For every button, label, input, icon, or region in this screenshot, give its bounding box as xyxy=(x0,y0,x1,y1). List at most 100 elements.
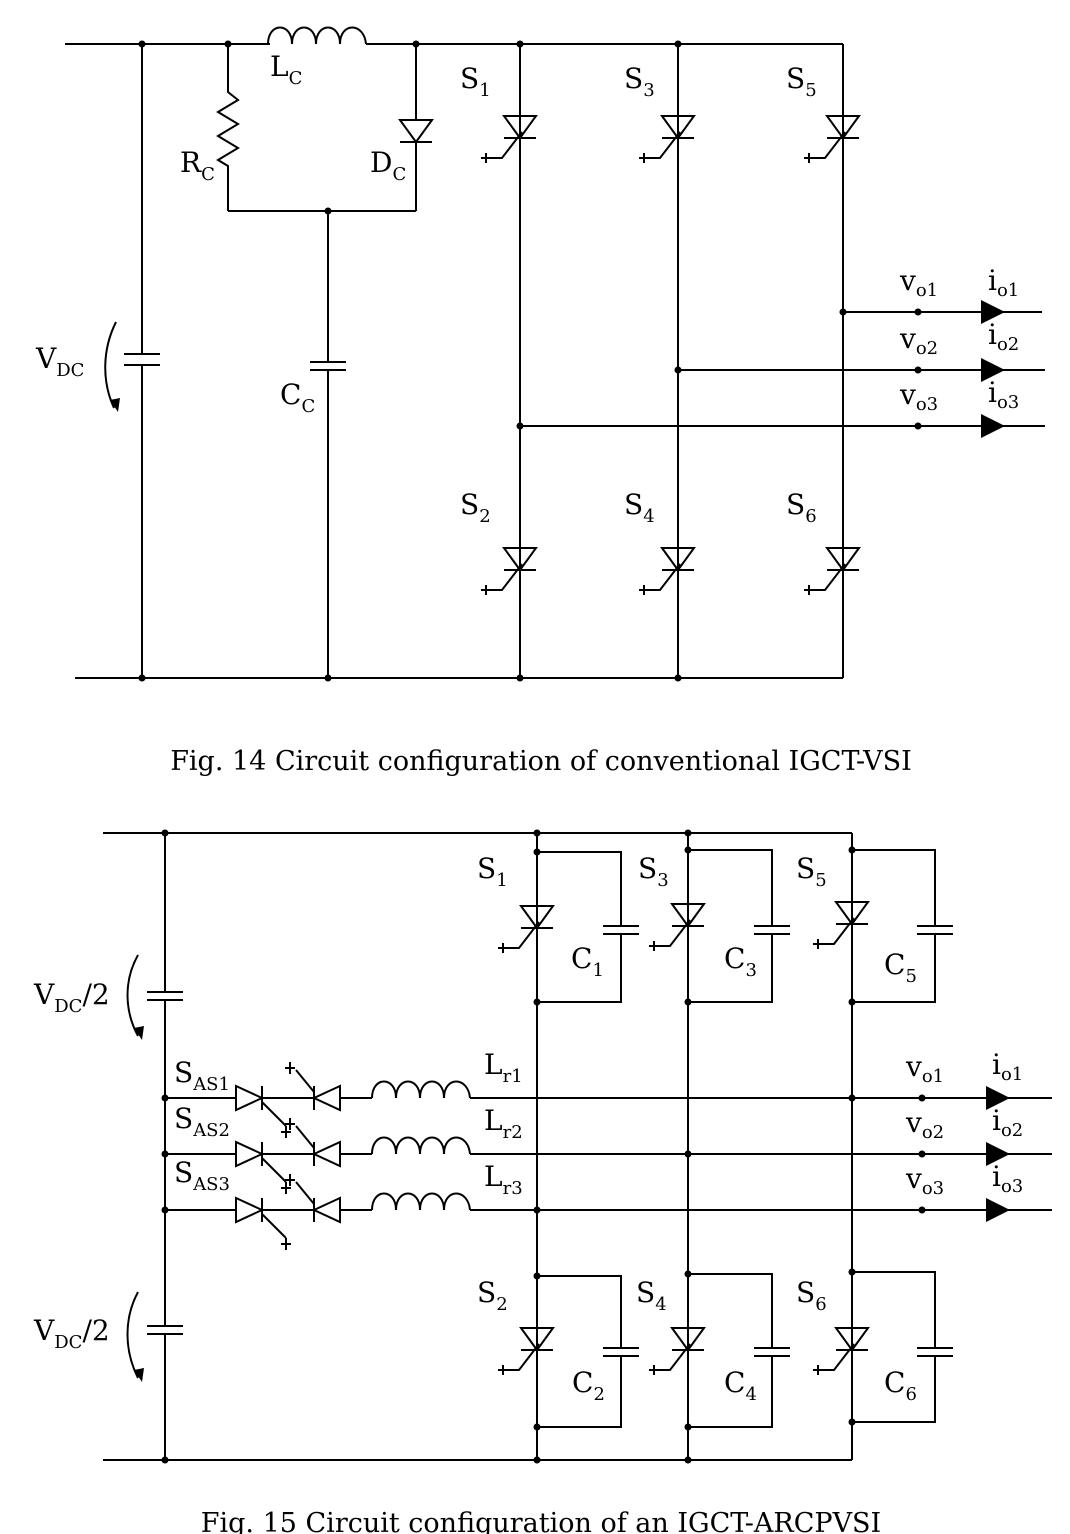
fig14-junction-dots xyxy=(138,40,922,682)
fig14-junction-dot-0 xyxy=(138,40,146,48)
fig14-igct-s6 xyxy=(804,547,861,595)
figure-14-circuit: VDC LC RC DC CC S1 S3 S5 S2 S4 S6 vo1 io… xyxy=(35,26,1045,777)
fig15-cap-loop-c6 xyxy=(852,1271,953,1423)
fig15-aux-switch-a-1 xyxy=(235,1084,265,1112)
fig15-label-c6: C6 xyxy=(884,1366,917,1405)
fig15-label-io1: io1 xyxy=(992,1048,1023,1085)
fig14-junction-dot-1 xyxy=(224,40,232,48)
fig15-label-io3: io3 xyxy=(992,1160,1023,1197)
fig15-aux-inductor-3 xyxy=(371,1192,471,1211)
fig15-junction-dot-6 xyxy=(533,998,541,1006)
fig14-igct-s2 xyxy=(481,547,538,595)
fig15-junction-dot-7 xyxy=(684,998,692,1006)
fig15-cap-loop-c4 xyxy=(688,1273,790,1428)
fig14-junction-dot-2 xyxy=(412,40,420,48)
fig15-igct-s3 xyxy=(649,903,706,951)
fig15-igct-s6-gate-plus xyxy=(813,1365,823,1375)
fig15-igct-s4-gate xyxy=(658,1343,691,1371)
fig14-label-dc: DC xyxy=(370,146,406,185)
fig15-junction-dot-26 xyxy=(918,1206,926,1214)
fig15-igct-s5-gate-plus xyxy=(813,939,823,949)
fig15-igct-s1-triangle xyxy=(519,905,555,930)
fig15-output-arrows xyxy=(986,1086,1010,1222)
fig15-junction-dot-19 xyxy=(684,1423,692,1431)
fig15-junction-dot-5 xyxy=(848,846,856,854)
fig15-label-vdc-bot: VDC/2 xyxy=(33,1314,110,1353)
fig14-vdc-arrowhead xyxy=(110,398,120,412)
fig14-label-s6: S6 xyxy=(786,488,817,527)
fig14-junction-dot-4 xyxy=(674,40,682,48)
fig15-vdc-top-arrowhead xyxy=(134,1026,144,1040)
fig15-label-sas1: SAS1 xyxy=(174,1056,230,1095)
fig15-igct-s1-gate-plus xyxy=(498,943,508,953)
fig14-igct-s5-gate xyxy=(813,131,846,159)
fig15-vdc-bot-arrow xyxy=(126,1291,139,1379)
fig14-label-lc: LC xyxy=(270,50,302,89)
fig15-dc-column xyxy=(147,833,183,1460)
fig15-junction-dot-12 xyxy=(848,1094,856,1102)
fig15-label-lr3: Lr3 xyxy=(484,1160,523,1199)
fig15-junction-dot-24 xyxy=(918,1094,926,1102)
fig15-junction-dot-4 xyxy=(684,846,692,854)
fig14-junction-dot-14 xyxy=(914,366,922,374)
fig14-junction-dot-6 xyxy=(138,674,146,682)
fig15-aux-switch-a-2 xyxy=(235,1140,265,1168)
fig15-igct-s2-gate xyxy=(507,1343,540,1371)
fig15-igct-s2-triangle xyxy=(519,1327,555,1352)
fig14-igct-s5-triangle xyxy=(825,115,861,140)
fig15-junction-dot-3 xyxy=(533,848,541,856)
fig14-output-arrows xyxy=(981,300,1005,438)
fig15-label-s4: S4 xyxy=(636,1276,667,1315)
fig15-junction-dot-8 xyxy=(848,998,856,1006)
fig14-label-s4: S4 xyxy=(624,488,655,527)
fig15-aux-gate-plus-2 xyxy=(281,1118,295,1194)
fig15-aux-gates-1 xyxy=(261,1069,315,1127)
fig14-label-rc: RC xyxy=(180,146,215,185)
fig14-label-io3: io3 xyxy=(988,376,1019,413)
fig14-igct-s2-triangle xyxy=(502,547,538,572)
fig15-aux-gate-plus-1 xyxy=(281,1062,295,1138)
fig15-label-s5: S5 xyxy=(796,852,827,891)
fig14-inductor-lc xyxy=(267,26,367,45)
fig14-label-io1: io1 xyxy=(988,264,1019,301)
fig14-diode-dc xyxy=(398,44,434,211)
fig15-label-s1: S1 xyxy=(477,852,508,891)
fig15-junction-dot-22 xyxy=(533,1456,541,1464)
fig14-output-arrow-3 xyxy=(981,414,1005,438)
fig15-junction-dot-25 xyxy=(918,1150,926,1158)
fig14-igct-s4-gate-plus xyxy=(639,585,649,595)
fig15-junction-dot-11 xyxy=(161,1206,169,1214)
fig15-igct-s6-gate xyxy=(822,1343,855,1371)
fig14-junction-dot-8 xyxy=(516,674,524,682)
fig14-junction-dot-13 xyxy=(914,308,922,316)
fig15-caption: Fig. 15 Circuit configuration of an IGCT… xyxy=(201,1508,881,1534)
fig14-igct-s1 xyxy=(481,115,538,163)
fig15-igct-s3-triangle xyxy=(670,903,706,928)
fig14-resistor-rc xyxy=(216,44,240,211)
fig15-auxiliary-branches xyxy=(165,1062,1052,1250)
fig15-junction-dot-20 xyxy=(848,1418,856,1426)
fig15-cap-loop-c1 xyxy=(537,851,639,1003)
fig15-junction-dot-14 xyxy=(533,1206,541,1214)
fig14-output-arrow-2 xyxy=(981,358,1005,382)
fig14-capacitor-cc xyxy=(310,211,346,678)
fig15-aux-switch-b-1 xyxy=(311,1084,341,1112)
fig15-aux-gate-plus-3 xyxy=(281,1174,295,1250)
fig14-igct-s3-triangle xyxy=(660,115,696,140)
fig15-label-s6: S6 xyxy=(796,1276,827,1315)
fig14-igct-s5-gate-plus xyxy=(804,153,814,163)
fig15-igct-s5-gate xyxy=(822,917,855,945)
fig15-cap-loop-c5 xyxy=(852,849,953,1003)
fig14-dc-capacitor xyxy=(124,44,160,678)
fig15-label-c5: C5 xyxy=(884,948,917,987)
fig15-junction-dot-13 xyxy=(684,1150,692,1158)
fig15-aux-branch-2 xyxy=(165,1118,1052,1194)
figure-15-circuit: VDC/2 VDC/2 S1 S3 S5 S2 S4 S6 C1 C3 C5 C… xyxy=(33,829,1052,1534)
fig14-igct-s2-gate-plus xyxy=(481,585,491,595)
fig14-igct-s1-gate xyxy=(490,131,523,159)
fig14-label-s5: S5 xyxy=(786,62,817,101)
fig14-junction-dot-10 xyxy=(839,308,847,316)
fig15-label-vdc-top: VDC/2 xyxy=(33,978,110,1017)
fig14-igct-s1-gate-plus xyxy=(481,153,491,163)
fig14-igct-s6-gate-plus xyxy=(804,585,814,595)
